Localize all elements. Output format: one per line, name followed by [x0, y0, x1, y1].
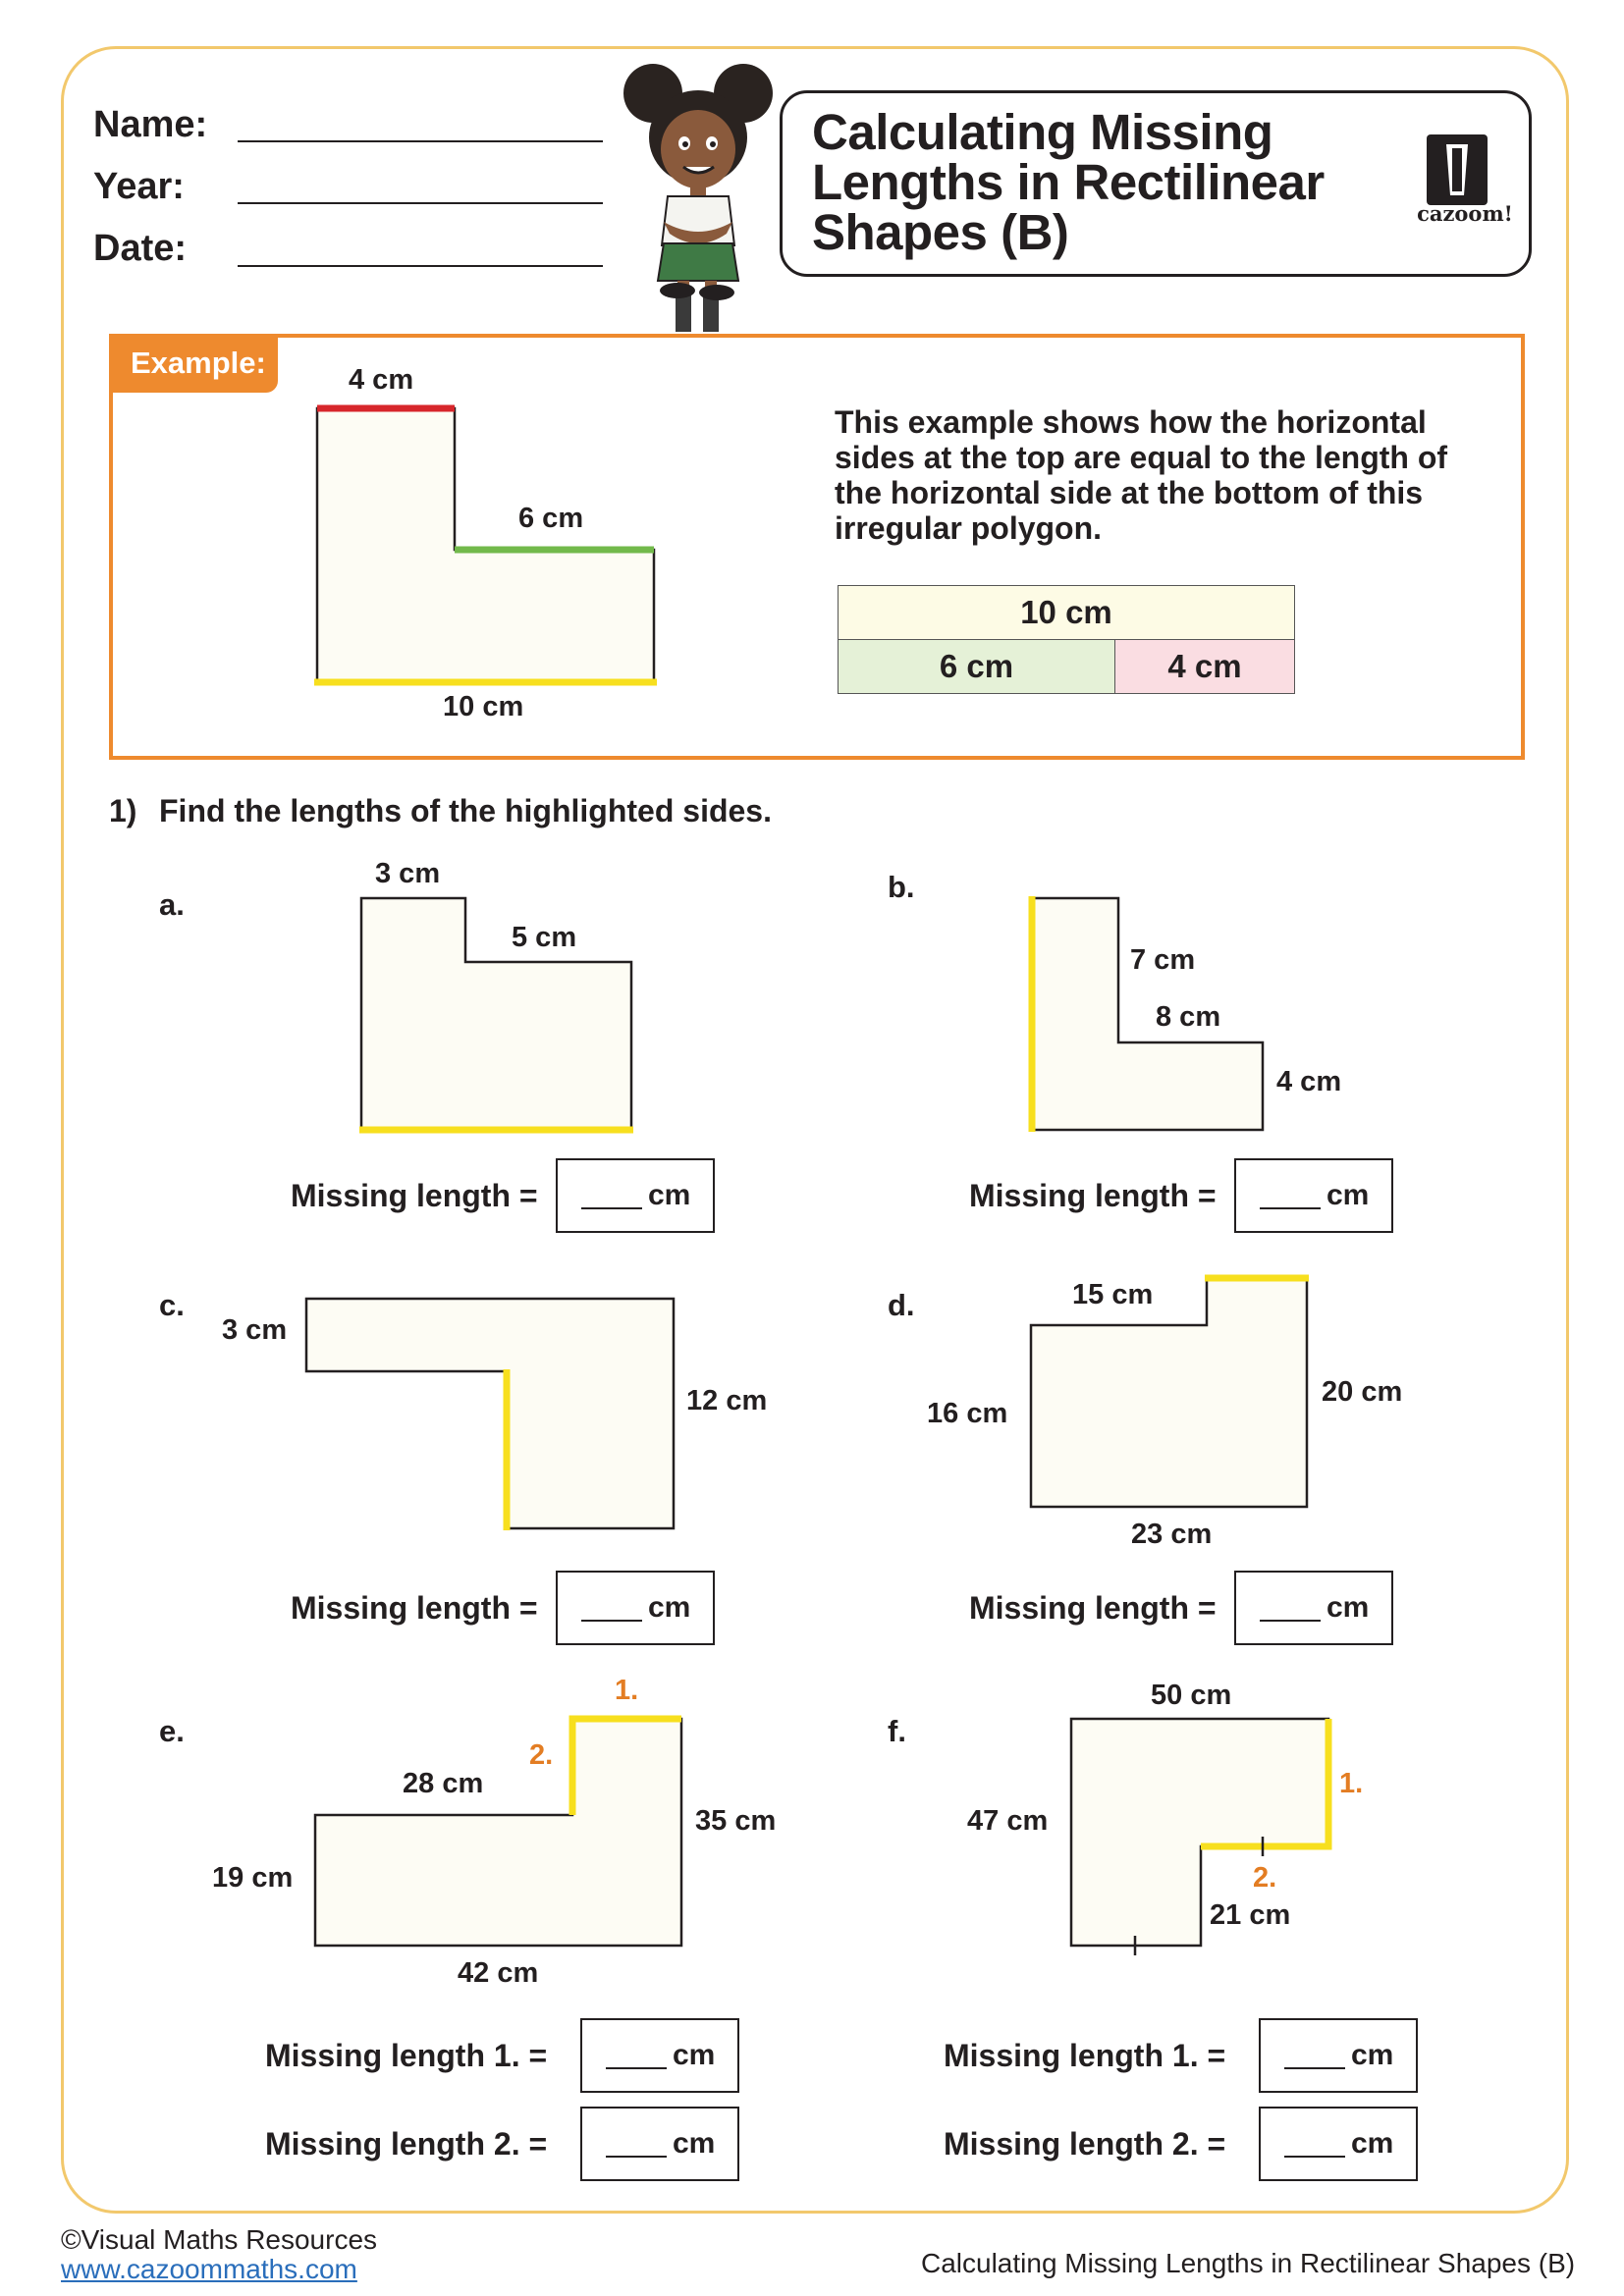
- page-border: [61, 46, 1569, 2214]
- part-e-missing-label-2: Missing length 2. =: [265, 2126, 548, 2162]
- name-label: Name:: [93, 104, 208, 145]
- part-e-answer-box-2[interactable]: cm: [580, 2107, 739, 2181]
- part-f-missing-label-1: Missing length 1. =: [944, 2038, 1226, 2073]
- part-f-marker-2: 2.: [1253, 1862, 1277, 1894]
- part-c-label-left: 3 cm: [222, 1314, 288, 1346]
- part-e-answer-box-1[interactable]: cm: [580, 2018, 739, 2093]
- year-field[interactable]: [238, 202, 603, 204]
- example-label-middle: 6 cm: [518, 503, 584, 534]
- part-a-answer-box[interactable]: cm: [556, 1158, 715, 1233]
- bar-model-total: 10 cm: [838, 585, 1295, 640]
- part-f-label-left: 47 cm: [967, 1805, 1049, 1837]
- part-b-label-2: 8 cm: [1156, 1001, 1221, 1033]
- answer-blank[interactable]: [581, 1207, 642, 1209]
- cazoom-logo-icon: [1427, 134, 1488, 205]
- part-d-letter: d.: [888, 1288, 915, 1322]
- part-d-label-right: 20 cm: [1322, 1376, 1403, 1408]
- part-b-label-1: 7 cm: [1130, 944, 1196, 976]
- title-box: Calculating Missing Lengths in Rectiline…: [780, 90, 1532, 277]
- question-text: Find the lengths of the highlighted side…: [159, 793, 772, 828]
- answer-blank[interactable]: [1260, 1207, 1321, 1209]
- date-label: Date:: [93, 228, 188, 269]
- part-e-letter: e.: [159, 1714, 185, 1748]
- part-d-label-left: 16 cm: [927, 1398, 1008, 1429]
- part-d-answer-box[interactable]: cm: [1234, 1571, 1393, 1645]
- example-box: [109, 334, 1525, 760]
- part-d-label-top: 15 cm: [1072, 1279, 1154, 1310]
- answer-unit: cm: [1351, 2039, 1394, 2071]
- part-e-label-left: 19 cm: [212, 1862, 294, 1894]
- date-field[interactable]: [238, 265, 603, 267]
- part-a-label-top: 3 cm: [375, 858, 441, 889]
- part-e-missing-label-1: Missing length 1. =: [265, 2038, 548, 2073]
- example-explanation: This example shows how the horizontal si…: [835, 404, 1448, 546]
- answer-blank[interactable]: [606, 2067, 667, 2069]
- bar-model-part-4cm: 4 cm: [1114, 639, 1295, 694]
- answer-blank[interactable]: [1284, 2156, 1345, 2158]
- part-b-missing-label: Missing length =: [969, 1178, 1217, 1213]
- footer-website-link[interactable]: www.cazoommaths.com: [61, 2254, 357, 2284]
- answer-blank[interactable]: [581, 1620, 642, 1622]
- answer-unit: cm: [648, 1179, 691, 1211]
- cazoom-logo: cazoom!: [1411, 134, 1513, 233]
- part-c-letter: c.: [159, 1288, 185, 1322]
- cazoom-logo-text: cazoom!: [1417, 201, 1513, 226]
- name-field[interactable]: [238, 140, 603, 142]
- part-b-letter: b.: [888, 870, 915, 904]
- part-c-answer-box[interactable]: cm: [556, 1571, 715, 1645]
- part-e-marker-2: 2.: [529, 1739, 554, 1771]
- answer-unit: cm: [1326, 1179, 1370, 1211]
- answer-unit: cm: [673, 2039, 716, 2071]
- part-e-label-top: 28 cm: [403, 1768, 484, 1799]
- part-f-label-top: 50 cm: [1151, 1680, 1232, 1711]
- part-f-label-step: 21 cm: [1210, 1899, 1291, 1931]
- part-b-label-3: 4 cm: [1276, 1066, 1342, 1097]
- part-a-label-step: 5 cm: [512, 922, 577, 953]
- footer-title: Calculating Missing Lengths in Rectiline…: [921, 2248, 1576, 2278]
- part-f-answer-box-2[interactable]: cm: [1259, 2107, 1418, 2181]
- part-e-marker-1: 1.: [615, 1675, 639, 1706]
- part-e-label-bottom: 42 cm: [458, 1957, 539, 1989]
- question-number: 1): [109, 793, 137, 828]
- part-f-answer-box-1[interactable]: cm: [1259, 2018, 1418, 2093]
- answer-blank[interactable]: [1284, 2067, 1345, 2069]
- answer-blank[interactable]: [1260, 1620, 1321, 1622]
- example-label-top: 4 cm: [349, 364, 414, 396]
- part-a-missing-label: Missing length =: [291, 1178, 538, 1213]
- answer-unit: cm: [1351, 2127, 1394, 2160]
- part-f-marker-1: 1.: [1339, 1768, 1364, 1799]
- part-f-missing-label-2: Missing length 2. =: [944, 2126, 1226, 2162]
- part-c-missing-label: Missing length =: [291, 1590, 538, 1626]
- answer-unit: cm: [648, 1591, 691, 1624]
- part-e-label-right: 35 cm: [695, 1805, 777, 1837]
- footer-copyright: ©Visual Maths Resources: [61, 2224, 378, 2255]
- part-b-answer-box[interactable]: cm: [1234, 1158, 1393, 1233]
- part-d-label-bottom: 23 cm: [1131, 1519, 1213, 1550]
- answer-unit: cm: [673, 2127, 716, 2160]
- part-a-letter: a.: [159, 887, 185, 922]
- example-label-bottom: 10 cm: [443, 691, 524, 722]
- part-f-letter: f.: [888, 1714, 906, 1748]
- example-tab: Example:: [109, 334, 278, 393]
- answer-blank[interactable]: [606, 2156, 667, 2158]
- part-c-label-right: 12 cm: [686, 1385, 768, 1416]
- page-title: Calculating Missing Lengths in Rectiline…: [812, 104, 1325, 260]
- answer-unit: cm: [1326, 1591, 1370, 1624]
- bar-model-part-6cm: 6 cm: [838, 639, 1115, 694]
- year-label: Year:: [93, 166, 185, 207]
- part-d-missing-label: Missing length =: [969, 1590, 1217, 1626]
